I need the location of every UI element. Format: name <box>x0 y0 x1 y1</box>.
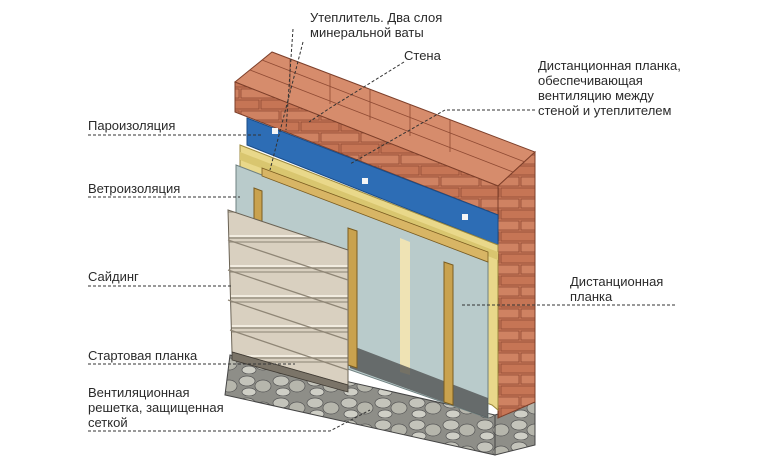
label-vent-grille-line3: сеткой <box>88 415 128 430</box>
label-wind-barrier: Ветроизоляция <box>88 181 181 196</box>
label-spacer-top-line2: обеспечивающая <box>538 73 643 88</box>
label-spacer-top-line4: стеной и утеплителем <box>538 103 672 118</box>
label-insulation-line1: Утеплитель. Два слоя <box>310 10 443 25</box>
label-spacer-bottom-line1: Дистанционная <box>570 274 664 289</box>
label-spacer-top-line3: вентиляцию между <box>538 88 654 103</box>
leader-insulation-1 <box>285 28 294 131</box>
leader-wall <box>308 61 405 123</box>
label-spacer-top-line1: Дистанционная планка, <box>538 58 681 73</box>
label-siding: Сайдинг <box>88 269 139 284</box>
label-insulation: Утеплитель. Два слоя минеральной ваты <box>310 10 450 40</box>
starter-strip <box>231 351 349 393</box>
label-spacer-bottom-line2: планка <box>570 289 613 304</box>
label-vapor-barrier: Пароизоляция <box>88 118 176 133</box>
label-insulation-line2: минеральной ваты <box>310 25 424 40</box>
leader-insulation-2 <box>269 41 304 171</box>
label-vent-grille-line1: Вентиляционная <box>88 385 190 400</box>
spacer-strips <box>253 167 489 406</box>
label-vent-grille: Вентиляционная решетка, защищенная сетко… <box>88 385 248 430</box>
label-starter-strip: Стартовая планка <box>88 348 198 363</box>
label-wall: Стена <box>404 48 441 63</box>
label-spacer-bottom: Дистанционная планка <box>570 274 710 304</box>
leader-lines <box>88 28 676 432</box>
leader-vent <box>88 409 371 432</box>
leader-spacer-top <box>349 109 535 165</box>
label-vent-grille-line2: решетка, защищенная <box>88 400 224 415</box>
label-spacer-top: Дистанционная планка, обеспечивающая вен… <box>538 58 708 118</box>
